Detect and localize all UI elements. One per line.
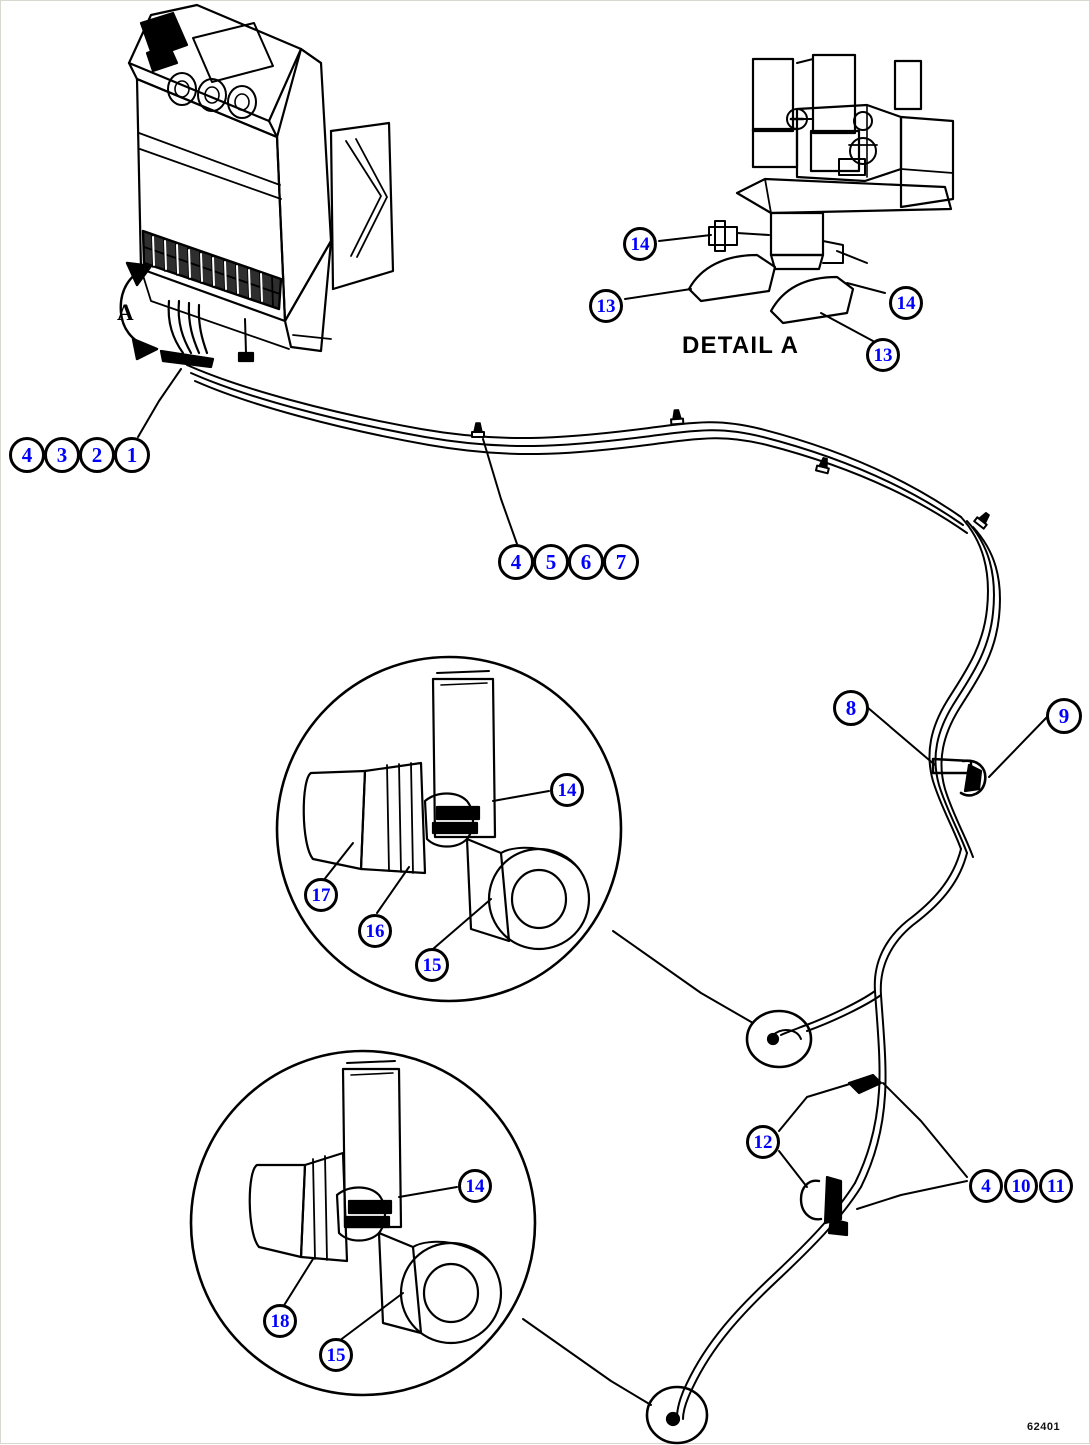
callout-15-lower[interactable]: 15	[319, 1338, 353, 1372]
callout-12[interactable]: 12	[746, 1125, 780, 1159]
callout-15-upper[interactable]: 15	[415, 948, 449, 982]
console-assembly	[127, 3, 395, 369]
lower-magnified-view	[189, 1049, 709, 1445]
callout-4-mid[interactable]: 4	[498, 544, 534, 580]
callout-13-detail-right[interactable]: 13	[866, 338, 900, 372]
callout-18[interactable]: 18	[263, 1304, 297, 1338]
section-marker-a: A	[117, 300, 134, 325]
callout-10[interactable]: 10	[1004, 1169, 1038, 1203]
callout-14-detail-right[interactable]: 14	[889, 286, 923, 320]
clamp-detail-8-9	[866, 706, 1048, 797]
callout-7[interactable]: 7	[603, 544, 639, 580]
callout-2[interactable]: 2	[79, 437, 115, 473]
detail-a-title: DETAIL A	[682, 332, 800, 359]
hose-route-main	[186, 364, 1001, 1420]
hose-clamps	[470, 408, 994, 530]
callout-6[interactable]: 6	[568, 544, 604, 580]
callout-14-lower[interactable]: 14	[458, 1169, 492, 1203]
clamp-detail-12	[778, 1073, 883, 1237]
callout-4-bottom[interactable]: 4	[969, 1169, 1003, 1203]
callout-14-detail-left[interactable]: 14	[623, 227, 657, 261]
callout-3[interactable]: 3	[44, 437, 80, 473]
callout-16[interactable]: 16	[358, 914, 392, 948]
callout-5[interactable]: 5	[533, 544, 569, 580]
upper-magnified-view	[275, 655, 813, 1069]
callout-8[interactable]: 8	[833, 690, 869, 726]
section-arrow-a	[119, 261, 159, 361]
callout-13-detail-left[interactable]: 13	[589, 289, 623, 323]
sheet-code-label: 62401	[1027, 1421, 1061, 1433]
callout-11[interactable]: 11	[1039, 1169, 1073, 1203]
callout-4[interactable]: 4	[9, 437, 45, 473]
detail-a-assembly	[624, 53, 955, 342]
callout-14-upper[interactable]: 14	[550, 773, 584, 807]
callout-17[interactable]: 17	[304, 878, 338, 912]
callout-9[interactable]: 9	[1046, 698, 1082, 734]
callout-1[interactable]: 1	[114, 437, 150, 473]
